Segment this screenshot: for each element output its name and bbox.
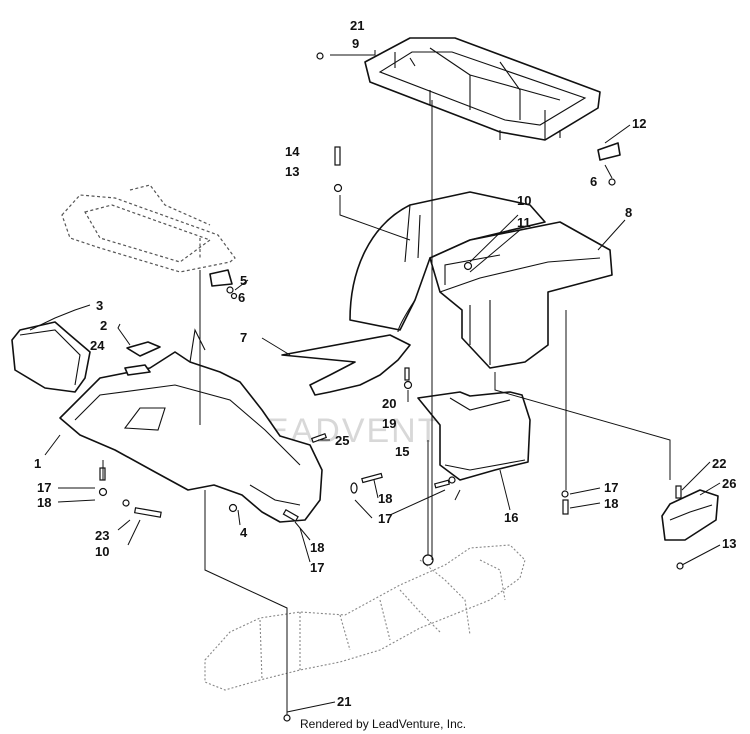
callout-21-top: 21 [350,18,364,33]
callout-6-right: 6 [590,174,597,189]
callout-18-left: 18 [37,495,51,510]
callout-14: 14 [285,144,300,159]
callout-13-top: 13 [285,164,299,179]
callout-19: 19 [382,416,396,431]
callout-labels: 21 9 12 6 14 13 10 11 8 5 6 3 2 24 7 20 … [34,18,736,709]
callout-17-left: 17 [37,480,51,495]
bracket [661,489,719,541]
callout-12: 12 [632,116,646,131]
callout-26: 26 [722,476,736,491]
callout-18-mid: 18 [310,540,324,555]
callout-25: 25 [335,433,349,448]
callout-21-bottom: 21 [337,694,351,709]
front-fender [59,328,323,523]
callout-5: 5 [240,273,247,288]
leader-lines [29,50,721,715]
cap [126,341,161,357]
callout-24: 24 [90,338,105,353]
callout-10-bottom: 10 [95,544,109,559]
clip [209,269,233,287]
callout-11: 11 [517,215,531,230]
pad [124,364,151,376]
callout-6-left: 6 [238,290,245,305]
callout-2: 2 [100,318,107,333]
callout-17-right: 17 [604,480,618,495]
callout-18-right: 18 [604,496,618,511]
callout-9: 9 [352,36,359,51]
side-panel [281,334,411,396]
callout-4: 4 [240,525,248,540]
mud-flap [417,391,531,481]
strap [597,142,621,161]
callout-17-center: 17 [378,511,392,526]
callout-22: 22 [712,456,726,471]
callout-13-bottom: 13 [722,536,736,551]
rear-rack [364,37,601,141]
ghost-rack [61,184,236,273]
callout-3: 3 [96,298,103,313]
callout-10-top: 10 [517,193,531,208]
callout-1: 1 [34,456,41,471]
callout-8: 8 [625,205,632,220]
callout-15: 15 [395,444,409,459]
callout-17-mid: 17 [310,560,324,575]
seat-cover [11,321,91,393]
callout-20: 20 [382,396,396,411]
callout-23: 23 [95,528,109,543]
callout-18-center: 18 [378,491,392,506]
callout-16: 16 [504,510,518,525]
frame-outline [204,544,526,691]
footer-credit: Rendered by LeadVenture, Inc. [300,717,466,731]
callout-7: 7 [240,330,247,345]
rear-fender [349,191,613,369]
hardware [98,52,684,722]
